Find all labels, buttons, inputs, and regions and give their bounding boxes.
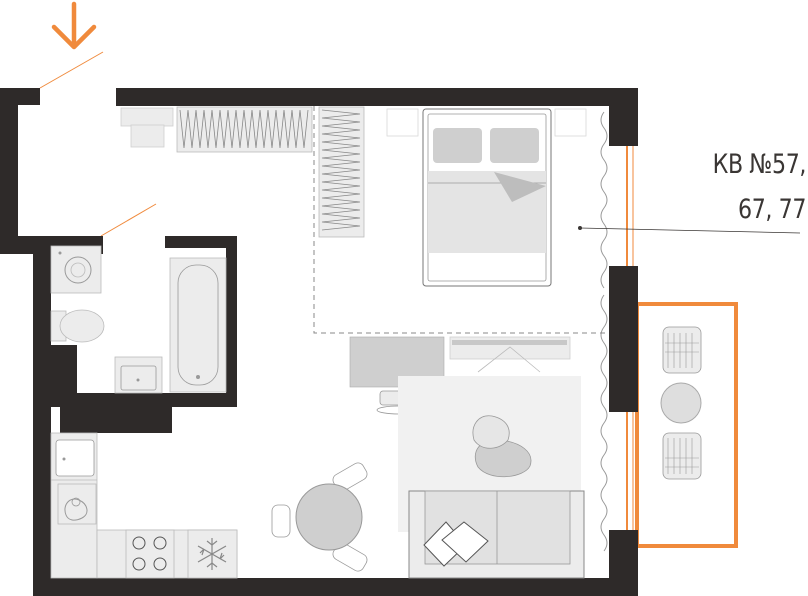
apartment-number-label: КВ №57, 67, 77: [683, 142, 807, 232]
entry-door-swing: [39, 51, 104, 89]
curtain: [600, 111, 608, 552]
tv-stand: [449, 336, 571, 373]
balcony-outline: [635, 302, 738, 548]
bedroom-zone: [313, 106, 609, 334]
dining-set: [271, 462, 368, 572]
balcony-table: [660, 382, 702, 424]
bed: [386, 108, 587, 287]
washing-machine: [50, 245, 102, 294]
bedroom-leader-line: [578, 226, 801, 234]
apartment-label-line-2: 67, 77: [738, 194, 806, 225]
apartment-label-line-1: КВ №57,: [712, 149, 807, 180]
balcony-chair-top: [662, 326, 702, 374]
toilet: [50, 309, 105, 343]
window-bedroom: [612, 143, 634, 267]
coffee-table-large: [474, 439, 532, 478]
cooktop: [125, 529, 175, 579]
walls: [0, 88, 638, 596]
dishwasher: [57, 483, 97, 525]
snowflake-icon: [197, 538, 227, 570]
refrigerator: [187, 529, 238, 579]
entrance-arrow-icon: [51, 1, 97, 50]
bathtub: [169, 257, 227, 393]
window-living: [612, 410, 634, 534]
balcony-chair-bottom: [662, 432, 702, 480]
sofa-pillow: [423, 521, 489, 567]
coffee-table-small: [472, 415, 510, 449]
wardrobe: [176, 106, 365, 238]
kitchen-sink: [55, 439, 95, 477]
bathroom-door-swing: [100, 203, 157, 237]
hallway-shelf: [120, 107, 174, 127]
bathroom-sink: [114, 356, 163, 394]
sofa: [408, 490, 585, 579]
hallway-bench: [130, 124, 165, 148]
